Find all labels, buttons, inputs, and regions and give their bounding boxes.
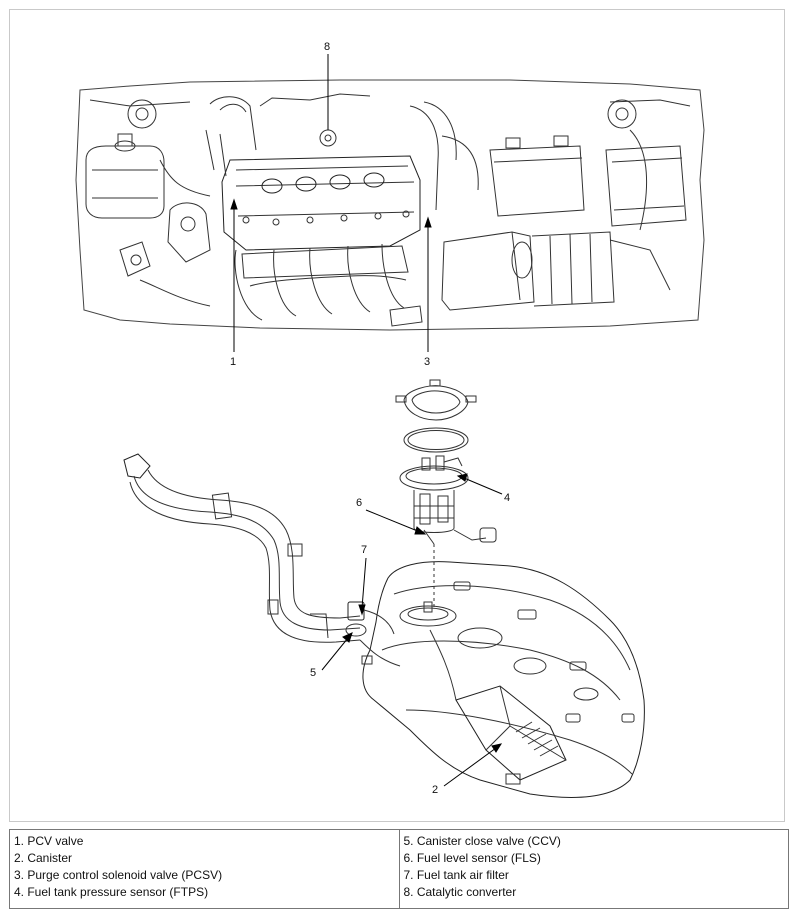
callout-3: 3 [424, 356, 431, 368]
legend-column-right: 5. Canister close valve (CCV) 6. Fuel le… [398, 829, 789, 909]
callout-2: 2 [432, 784, 439, 796]
legend-item: 5. Canister close valve (CCV) [403, 834, 561, 848]
engine-leader-lines [230, 54, 432, 352]
callout-6: 6 [356, 497, 363, 509]
legend-item: 4. Fuel tank pressure sensor (FTPS) [14, 885, 209, 899]
legend-row: 1. PCV valve 2. Canister 3. Purge contro… [9, 829, 789, 909]
fuel-leader-lines [321, 473, 503, 787]
legend-item: 1. PCV valve [14, 834, 84, 848]
component-location-illustration [75, 54, 705, 798]
legend-table: 1. PCV valve 2. Canister 3. Purge contro… [9, 829, 789, 909]
legend-item: 7. Fuel tank air filter [403, 868, 509, 882]
callout-5: 5 [310, 667, 317, 679]
legend-column-left: 1. PCV valve 2. Canister 3. Purge contro… [9, 829, 400, 909]
callout-7: 7 [361, 544, 368, 556]
legend-item: 2. Canister [14, 851, 73, 865]
legend-item: 3. Purge control solenoid valve (PCSV) [14, 868, 223, 882]
fuel-system-drawing [123, 379, 645, 798]
engine-bay-drawing [75, 79, 705, 331]
legend-item: 8. Catalytic converter [403, 885, 517, 899]
legend-item: 6. Fuel level sensor (FLS) [403, 851, 541, 865]
callout-8: 8 [324, 41, 331, 53]
callout-1: 1 [230, 356, 237, 368]
callout-4: 4 [504, 492, 511, 504]
diagram-figure: 8 1 3 4 6 7 5 2 [9, 9, 785, 822]
